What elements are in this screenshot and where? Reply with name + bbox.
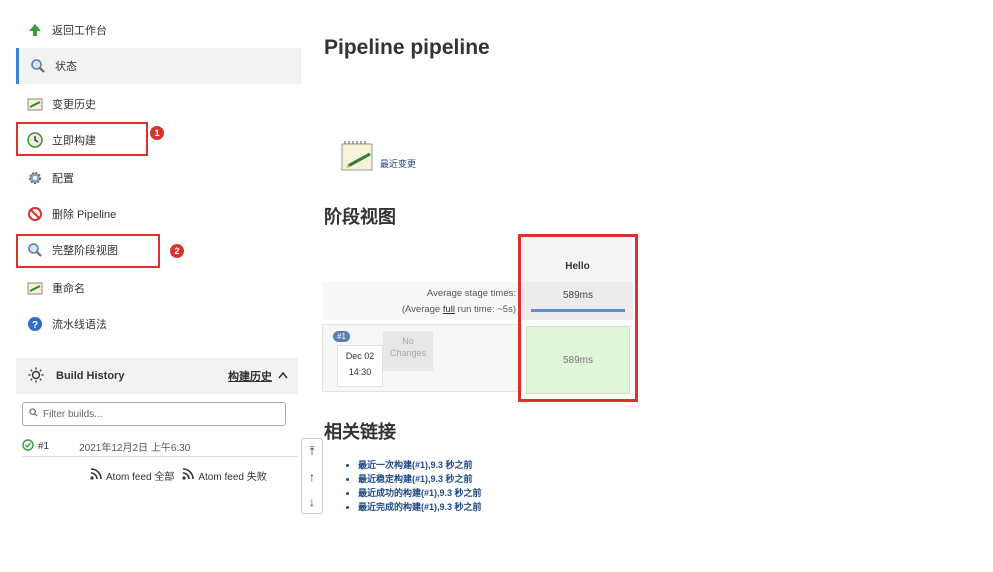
sidebar-item-pipeline-syntax[interactable]: ? 流水线语法 xyxy=(16,306,298,342)
atom-feeds: Atom feed 全部 Atom feed 失败 xyxy=(90,468,267,483)
search-icon xyxy=(29,408,38,420)
build-date: Dec 02 xyxy=(345,351,375,361)
build-badge: #1 xyxy=(333,331,350,342)
build-history-title: Build History xyxy=(56,370,125,382)
notepad-icon xyxy=(340,140,376,176)
annotation-badge-2: 2 xyxy=(170,244,184,258)
clock-build-icon xyxy=(26,131,44,149)
sidebar-item-back-dashboard[interactable]: 返回工作台 xyxy=(16,12,298,48)
sidebar-item-label: 完整阶段视图 xyxy=(52,245,118,257)
sidebar-item-rename[interactable]: 重命名 xyxy=(16,270,298,306)
sidebar-item-change-history[interactable]: 变更历史 xyxy=(16,86,298,122)
sidebar-item-label: 流水线语法 xyxy=(52,319,107,331)
sidebar-item-label: 返回工作台 xyxy=(52,25,107,37)
related-link-last-completed[interactable]: 最近完成的构建(#1),9.3 秒之前 xyxy=(358,500,482,514)
sidebar-item-label: 立即构建 xyxy=(52,135,96,147)
average-time-bar xyxy=(531,309,625,312)
sidebar-item-label: 重命名 xyxy=(52,283,85,295)
stage-header-hello: Hello xyxy=(522,236,632,282)
rss-icon xyxy=(90,468,102,483)
sidebar-item-delete-pipeline[interactable]: 删除 Pipeline xyxy=(16,196,298,232)
atom-feed-fail-link[interactable]: Atom feed 失败 xyxy=(198,472,267,483)
no-changes: No Changes xyxy=(383,331,433,371)
highlight-box-full-stage-view xyxy=(16,234,160,268)
build-history-header: Build History 构建历史 xyxy=(16,358,298,394)
rss-icon xyxy=(182,468,195,483)
scroll-down-button[interactable]: ↓ xyxy=(309,494,315,509)
chevron-up-icon[interactable] xyxy=(278,370,288,382)
annotation-badge-1: 1 xyxy=(150,126,164,140)
build-datetime: Dec 02 14:30 xyxy=(337,345,383,387)
page-title: Pipeline pipeline xyxy=(324,36,490,59)
sidebar-item-full-stage-view[interactable]: 完整阶段视图 xyxy=(16,232,298,268)
arrow-up-icon xyxy=(26,21,44,39)
related-link-last-build[interactable]: 最近一次构建(#1),9.3 秒之前 xyxy=(358,458,482,472)
no-entry-icon xyxy=(26,205,44,223)
sidebar-item-label: 状态 xyxy=(55,61,77,73)
sidebar-item-label: 变更历史 xyxy=(52,99,96,111)
stage-view-title: 阶段视图 xyxy=(324,207,396,227)
related-links-list: 最近一次构建(#1),9.3 秒之前 最近稳定构建(#1),9.3 秒之前 最近… xyxy=(342,458,482,514)
scroll-top-button[interactable]: ⤒ xyxy=(309,444,315,458)
help-icon: ? xyxy=(26,315,44,333)
average-stage-times-label: Average stage times: xyxy=(426,288,516,299)
sidebar-item-build-now[interactable]: 立即构建 xyxy=(16,122,298,158)
sun-icon xyxy=(28,367,44,386)
sidebar-item-configure[interactable]: 配置 xyxy=(16,160,298,196)
scroll-controls: ⤒ ↑ ↓ xyxy=(301,438,323,514)
build-time: 14:30 xyxy=(348,367,372,377)
stage-cell-success[interactable]: 589ms xyxy=(526,326,630,394)
stage-average-time: 589ms xyxy=(562,290,593,301)
sidebar-item-label: 配置 xyxy=(52,173,74,185)
check-circle-icon xyxy=(22,438,34,454)
sidebar: 返回工作台 状态 变更历史 立即构建 配置 删除 Pipeline xyxy=(10,8,301,528)
notepad-icon xyxy=(26,95,44,113)
average-full-run-time: (Average full run time: ~5s) xyxy=(401,304,516,315)
notepad-icon xyxy=(26,279,44,297)
build-history-link[interactable]: 构建历史 xyxy=(228,371,272,383)
filter-placeholder: Filter builds... xyxy=(43,408,103,420)
build-number-link[interactable]: #1 xyxy=(38,440,50,452)
build-date-link[interactable]: 2021年12月2日 上午6:30 xyxy=(79,442,191,454)
recent-changes-link[interactable]: 最近变更 xyxy=(380,159,417,169)
search-icon xyxy=(26,241,44,259)
build-row-cell[interactable]: #1 Dec 02 14:30 No Changes xyxy=(322,324,522,392)
sidebar-item-status[interactable]: 状态 xyxy=(16,48,301,84)
filter-builds-input[interactable]: Filter builds... xyxy=(22,402,286,426)
stage-average-cell: 589ms xyxy=(522,282,633,320)
related-links-title: 相关链接 xyxy=(324,422,396,442)
related-link-last-successful[interactable]: 最近成功的构建(#1),9.3 秒之前 xyxy=(358,486,482,500)
atom-feed-all-link[interactable]: Atom feed 全部 xyxy=(106,472,175,483)
recent-changes[interactable]: 最近变更 xyxy=(340,140,416,176)
search-icon xyxy=(29,57,47,75)
gear-icon xyxy=(26,169,44,187)
full-run-link[interactable]: full xyxy=(442,304,456,315)
related-link-last-stable[interactable]: 最近稳定构建(#1),9.3 秒之前 xyxy=(358,472,482,486)
average-times-row: Average stage times: (Average full run t… xyxy=(322,282,522,320)
highlight-box-build-now xyxy=(16,122,148,156)
sidebar-item-label: 删除 Pipeline xyxy=(52,209,117,221)
build-history-row: #1 2021年12月2日 上午6:30 xyxy=(22,436,298,457)
scroll-up-button[interactable]: ↑ xyxy=(309,469,315,484)
highlight-box-stage xyxy=(518,234,638,402)
svg-text:?: ? xyxy=(32,320,38,331)
